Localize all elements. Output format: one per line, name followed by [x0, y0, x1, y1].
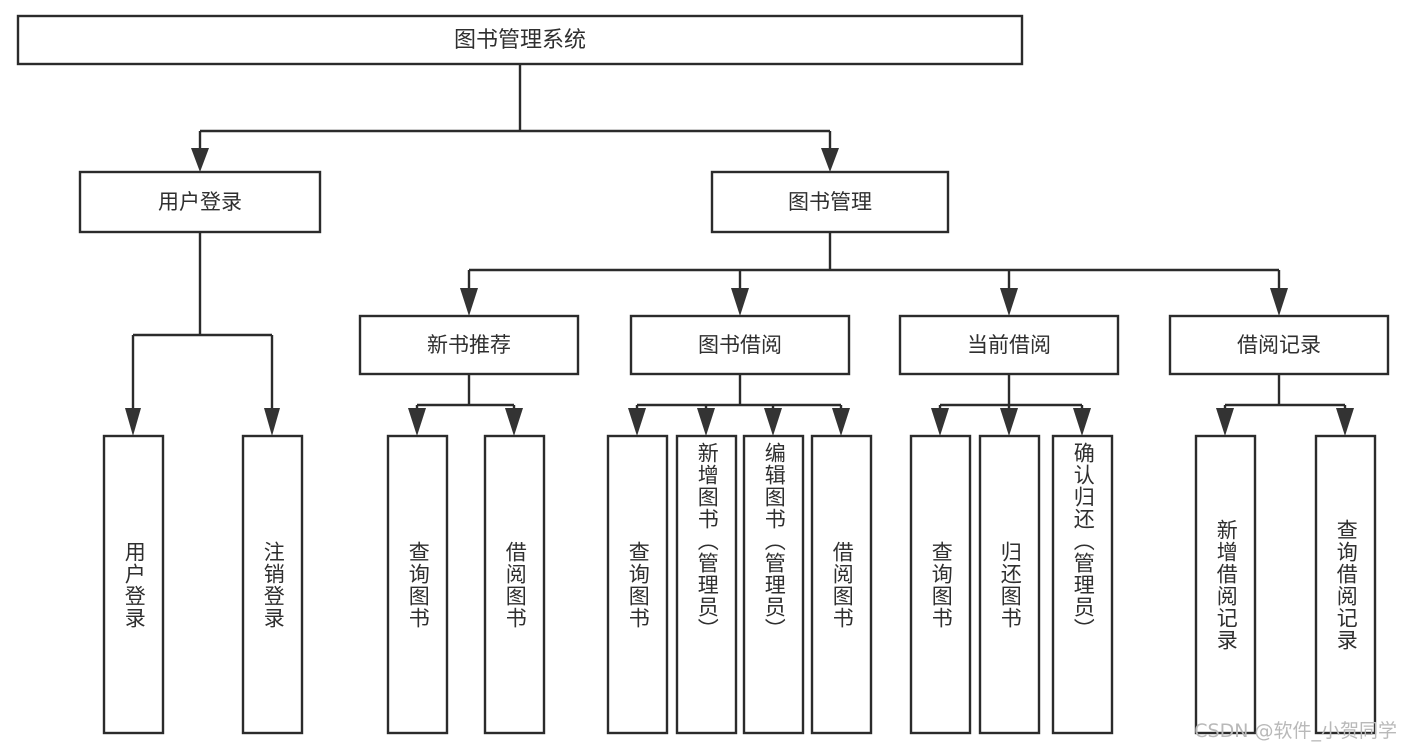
- node-book-management[interactable]: 图书管理: [710, 170, 950, 234]
- node-leaf-add-book-box[interactable]: [675, 434, 738, 735]
- arrow-head-icon-current-borrow: [1000, 288, 1018, 316]
- node-user-login[interactable]: 用户登录: [78, 170, 322, 234]
- node-root-label: 图书管理系统: [454, 28, 586, 53]
- node-new-book-recommend[interactable]: 新书推荐: [358, 314, 580, 376]
- arrow-head-icon-leaf-edit-book: [764, 408, 782, 436]
- arrow-head-icon-user-login: [191, 148, 209, 172]
- node-leaf-query-record-box[interactable]: [1314, 434, 1377, 735]
- node-book-borrow[interactable]: 图书借阅: [629, 314, 851, 376]
- node-book-management-label: 图书管理: [788, 190, 872, 214]
- arrow-head-icon-leaf-query-record: [1336, 408, 1354, 436]
- node-current-borrow-label: 当前借阅: [967, 333, 1051, 357]
- connector-group-current-borrow: [931, 374, 1091, 436]
- node-leaf-query-book-3-box[interactable]: [909, 434, 972, 735]
- node-leaf-borrow-book-1-box[interactable]: [483, 434, 546, 735]
- connector-group-new-book-recommend: [408, 374, 523, 436]
- node-leaf-edit-book-box[interactable]: [742, 434, 805, 735]
- arrow-head-icon-leaf-query-book-3: [931, 408, 949, 436]
- arrow-head-icon-leaf-confirm-return: [1073, 408, 1091, 436]
- connector-group-book-borrow: [628, 374, 850, 436]
- node-current-borrow-box[interactable]: [898, 314, 1120, 376]
- connector-group-user-login: [125, 232, 280, 436]
- arrow-head-icon-leaf-borrow-book-1: [505, 408, 523, 436]
- arrow-head-icon-leaf-return-book: [1000, 408, 1018, 436]
- node-leaf-confirm-return-box[interactable]: [1051, 434, 1114, 735]
- node-leaf-logout-login-box[interactable]: [241, 434, 304, 735]
- arrow-head-icon-leaf-add-record: [1216, 408, 1234, 436]
- connector-group-book-management: [460, 232, 1288, 316]
- node-user-login-label: 用户登录: [158, 190, 242, 214]
- node-leaf-return-book-box[interactable]: [978, 434, 1041, 735]
- node-borrow-record-box[interactable]: [1168, 314, 1390, 376]
- arrow-head-icon-book-borrow: [731, 288, 749, 316]
- node-borrow-record[interactable]: 借阅记录: [1168, 314, 1390, 376]
- arrow-head-icon-leaf-query-book-2: [628, 408, 646, 436]
- node-leaf-query-book-1-box[interactable]: [386, 434, 449, 735]
- node-leaf-query-book-2-box[interactable]: [606, 434, 669, 735]
- node-borrow-record-label: 借阅记录: [1237, 333, 1321, 357]
- connector-group-borrow-record: [1216, 374, 1354, 436]
- arrow-head-icon-leaf-user-login: [125, 408, 141, 436]
- node-root-box[interactable]: [16, 14, 1024, 66]
- node-leaf-user-login-box[interactable]: [102, 434, 165, 735]
- node-new-book-recommend-label: 新书推荐: [427, 333, 511, 357]
- arrow-head-icon-leaf-add-book: [697, 408, 715, 436]
- node-new-book-recommend-box[interactable]: [358, 314, 580, 376]
- node-leaf-borrow-book-2-box[interactable]: [810, 434, 873, 735]
- arrow-head-icon-leaf-logout-login: [264, 408, 280, 436]
- node-book-borrow-label: 图书借阅: [698, 333, 782, 357]
- arrow-head-icon-borrow-record: [1270, 288, 1288, 316]
- arrow-head-icon-new-book-recommend: [460, 288, 478, 316]
- node-root[interactable]: 图书管理系统: [16, 14, 1024, 66]
- node-book-management-box[interactable]: [710, 170, 950, 234]
- arrow-head-icon-leaf-query-book-1: [408, 408, 426, 436]
- node-book-borrow-box[interactable]: [629, 314, 851, 376]
- arrow-head-icon-book-management: [821, 148, 839, 172]
- node-leaf-add-record-box[interactable]: [1194, 434, 1257, 735]
- node-user-login-box[interactable]: [78, 170, 322, 234]
- watermark-text: CSDN @软件_小贺同学: [1194, 720, 1397, 742]
- node-current-borrow[interactable]: 当前借阅: [898, 314, 1120, 376]
- connector-group-root: [191, 64, 839, 172]
- arrow-head-icon-leaf-borrow-book-2: [832, 408, 850, 436]
